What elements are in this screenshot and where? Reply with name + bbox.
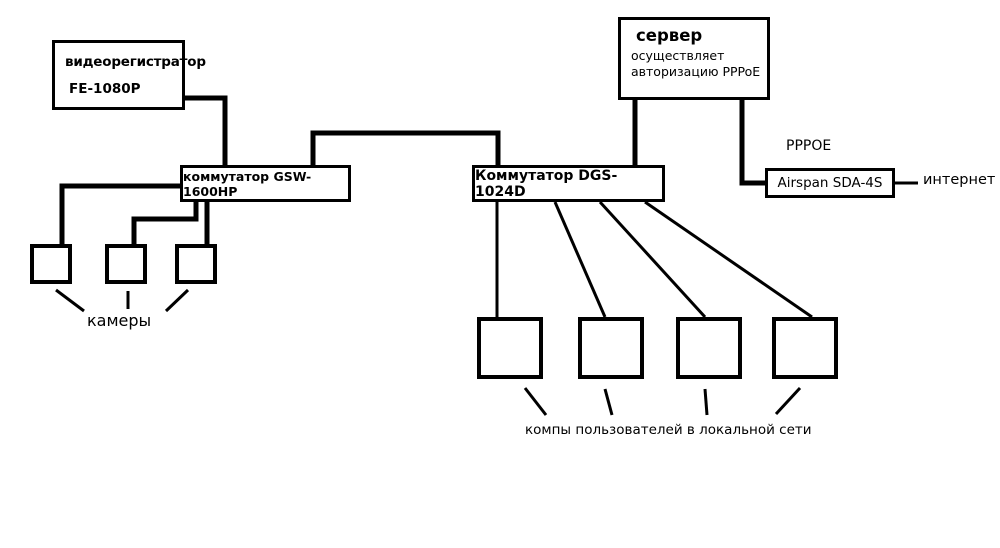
leader-pc-2	[603, 388, 614, 416]
label-cameras-group: камеры	[87, 311, 152, 330]
link-server-to-airspan	[739, 100, 765, 186]
dvr-title: видеорегистратор	[65, 53, 206, 70]
link-gsw-to-dgs	[310, 130, 501, 165]
link-dgs-to-pc-2	[553, 201, 607, 318]
node-server[interactable]: сервер осуществляет авторизацию PPPoE	[618, 17, 770, 100]
node-switch-gsw-1600hp[interactable]: коммутатор GSW-1600HP	[180, 165, 351, 202]
switch-dgs-label: Коммутатор DGS-1024D	[475, 167, 618, 200]
leader-pc-4	[774, 386, 802, 416]
leader-camera-1	[55, 288, 85, 313]
link-dgs-to-pc-3	[598, 200, 707, 319]
node-camera-3[interactable]	[175, 244, 217, 284]
link-dvr-to-gsw	[185, 95, 228, 165]
link-dgs-to-pc-4	[644, 200, 813, 319]
link-gsw-to-camera-2	[131, 202, 199, 244]
node-camera-2[interactable]	[105, 244, 147, 284]
switch-gsw-label: коммутатор GSW-1600HP	[183, 168, 312, 199]
server-subtitle-line-1: осуществляет	[631, 48, 725, 63]
leader-pc-1	[523, 387, 548, 416]
node-computer-4[interactable]	[772, 317, 838, 379]
label-internet: интернет	[923, 172, 996, 188]
label-pppoe: PPPOE	[786, 138, 832, 154]
node-airspan-sda-4s[interactable]: Airspan SDA-4S	[765, 168, 895, 198]
node-computer-3[interactable]	[676, 317, 742, 379]
airspan-label: Airspan SDA-4S	[777, 175, 883, 191]
leader-camera-3	[164, 288, 190, 313]
node-switch-dgs-1024d[interactable]: Коммутатор DGS-1024D	[472, 165, 665, 202]
node-camera-1[interactable]	[30, 244, 72, 284]
server-subtitle-line-2: авторизацию PPPoE	[631, 64, 761, 79]
node-dvr[interactable]: видеорегистратор FE-1080P	[52, 40, 206, 110]
node-computer-2[interactable]	[578, 317, 644, 379]
dvr-model: FE-1080P	[69, 80, 141, 97]
node-computer-1[interactable]	[477, 317, 543, 379]
link-gsw-to-camera-1	[59, 183, 180, 244]
leader-pc-3	[703, 388, 709, 416]
server-title: сервер	[636, 26, 703, 45]
label-computers-group: компы пользователей в локальной сети	[525, 422, 812, 438]
